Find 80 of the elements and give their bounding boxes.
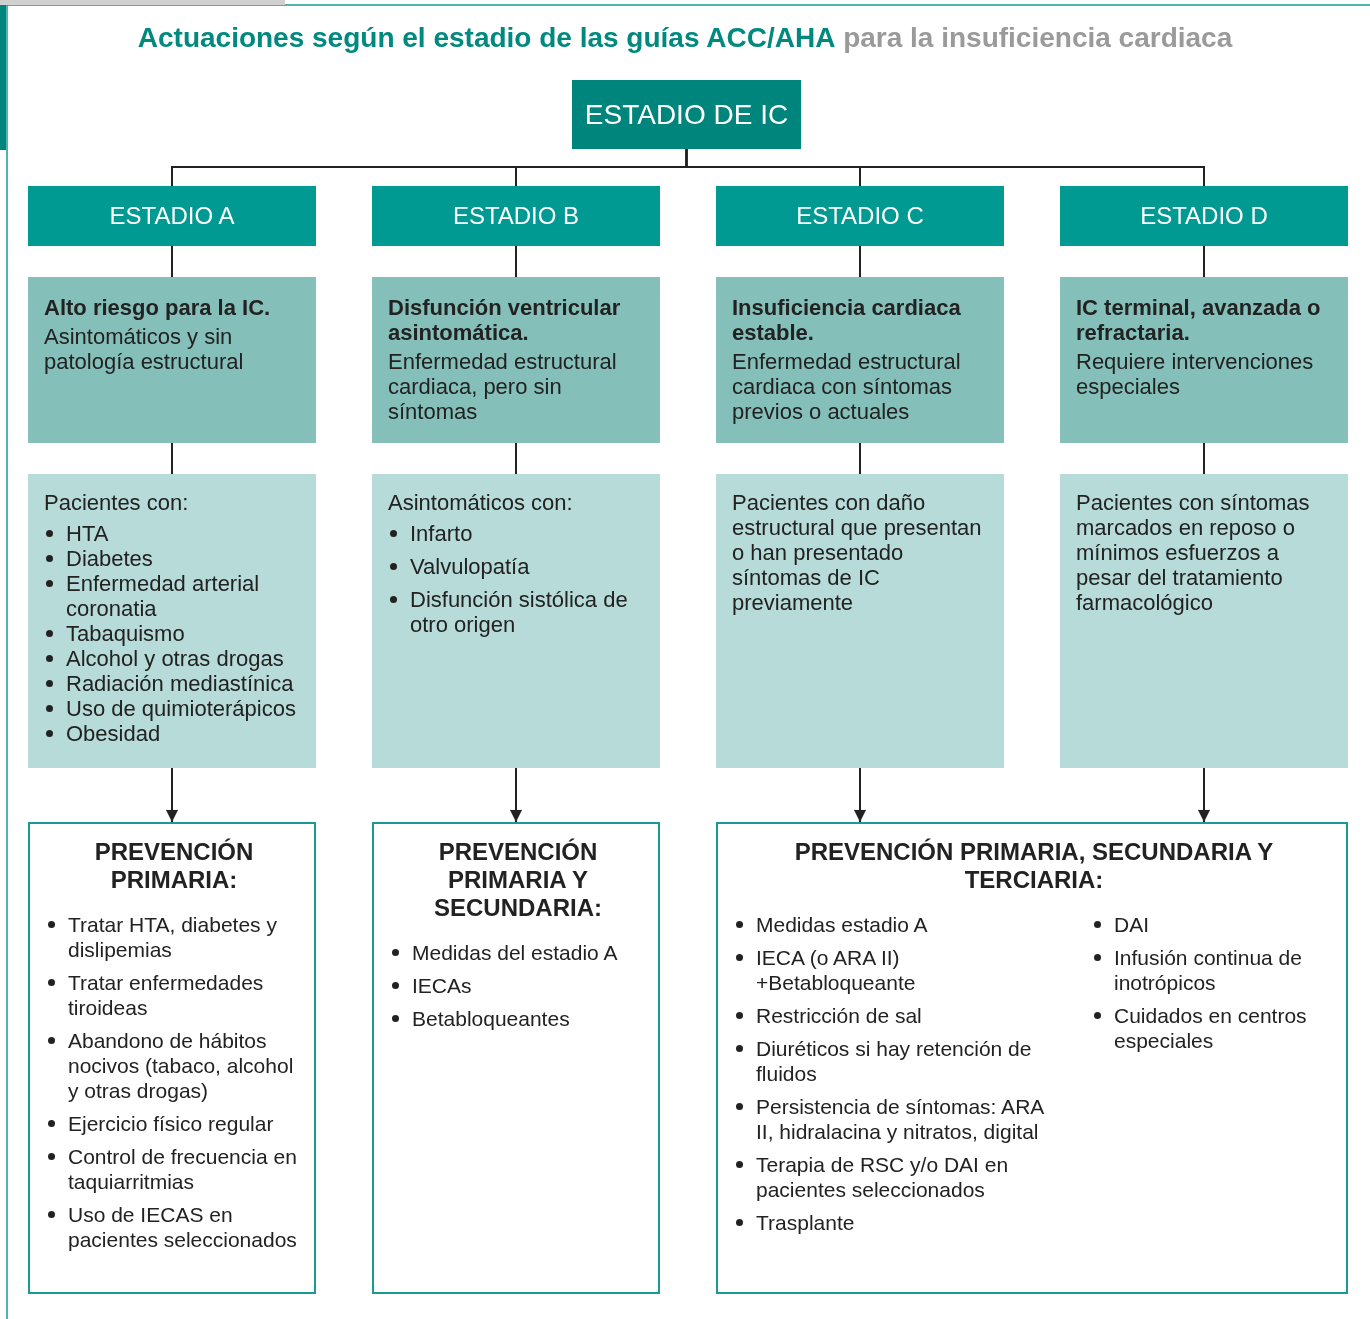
description-heading: Alto riesgo para la IC. [44, 295, 272, 320]
prevention-box [716, 822, 1348, 1294]
connector-line [515, 442, 517, 475]
list-item: Control de frecuencia en taquiarritmias [68, 1145, 297, 1193]
prevention-heading: PREVENCIÓN PRIMARIA, SECUNDARIA Y TERCIARIA: [793, 838, 1275, 894]
stage-label: ESTADIO B [452, 202, 580, 230]
description-box [372, 277, 660, 443]
description-box [716, 277, 1004, 443]
patient-box [28, 474, 316, 768]
list-item: Tratar enfermedades tiroideas [68, 971, 264, 1019]
prevention-box [28, 822, 316, 1294]
description-box [28, 277, 316, 443]
prevention-heading: PREVENCIÓN PRIMARIA Y SECUNDARIA: [433, 838, 603, 922]
stage-label: ESTADIO D [1140, 202, 1268, 230]
list-item: Infarto [410, 521, 473, 546]
description-text: Requiere intervenciones especiales [1076, 349, 1315, 399]
list-item: Uso de IECAS en pacientes seleccionados [68, 1203, 297, 1251]
description-text: Enfermedad estructural cardiaca, pero sin síntomas [388, 349, 618, 424]
list-item: Medidas estadio A [756, 913, 928, 936]
list-item: Tratar HTA, diabetes y dislipemias [68, 913, 277, 961]
stage-header-box [572, 80, 801, 149]
list-item: HTA [66, 521, 109, 546]
list-intro: Pacientes con: [44, 490, 190, 515]
connector-line [859, 245, 861, 278]
arrow [510, 767, 522, 823]
list-item: Infusión continua de inotrópicos [1114, 946, 1302, 994]
description-text: Enfermedad estructural cardiaca con síntomas previos o actuales [732, 349, 962, 424]
arrow [854, 767, 866, 823]
connector-line [1203, 245, 1205, 278]
stage-header-box [28, 186, 316, 246]
patient-box [1060, 474, 1348, 768]
list-item: Disfunción sistólica de otro origen [410, 587, 628, 637]
prevention-box [372, 822, 660, 1294]
list-item: Medidas del estadio A [412, 941, 618, 964]
stage-label: ESTADIO C [796, 202, 924, 230]
list-item: Cuidados en centros especiales [1114, 1004, 1307, 1052]
stage-header-box [716, 186, 1004, 246]
list-item: Abandono de hábitos nocivos (tabaco, alcohol y otras drogas) [68, 1029, 294, 1102]
stage-label: ESTADIO A [109, 202, 235, 230]
description-text: Asintomáticos y sin patología estructural [44, 324, 245, 374]
description-box [1060, 277, 1348, 443]
patient-box [716, 474, 1004, 768]
stage-label: ESTADIO DE IC [584, 98, 789, 131]
title: Actuaciones según el estadio de las guías ACC/AHA para la insuficiencia cardiaca [136, 22, 1234, 54]
stage-header-box [1060, 186, 1348, 246]
list-item: Betabloqueantes [412, 1007, 570, 1030]
list-item: Restricción de sal [756, 1004, 922, 1027]
arrow [1198, 767, 1210, 823]
list-item: Radiación mediastínica [66, 671, 294, 696]
list-item: Ejercicio físico regular [68, 1112, 274, 1135]
list-item: Tabaquismo [66, 621, 185, 646]
description-heading: IC terminal, avanzada o refractaria. [1076, 295, 1322, 345]
list-item: Trasplante [756, 1211, 855, 1234]
description-text: Pacientes con síntomas marcados en reposo o mínimos esfuerzos a pesar del tratamiento farmacológico [1076, 490, 1311, 615]
list-item: Uso de quimioterápicos [66, 696, 296, 721]
connector-line [859, 442, 861, 475]
description-heading: Disfunción ventricular asintomática. [388, 295, 622, 345]
connector-line [171, 245, 173, 278]
connector-line [515, 245, 517, 278]
list-intro: Asintomáticos con: [388, 490, 574, 515]
list-item: Persistencia de síntomas: ARA II, hidralacina y nitratos, digital [756, 1095, 1044, 1143]
list-item: Diuréticos si hay retención de fluidos [756, 1037, 1032, 1085]
patient-box [372, 474, 660, 768]
arrow [166, 767, 178, 823]
stage-header-box [372, 186, 660, 246]
connector-line [685, 148, 1205, 187]
list-item: IECAs [412, 974, 472, 997]
list-item: Terapia de RSC y/o DAI en pacientes seleccionados [756, 1153, 1009, 1201]
list-item: Diabetes [66, 546, 153, 571]
list-item: IECA (o ARA II) +Betabloqueante [756, 946, 916, 994]
list-item: Valvulopatía [410, 554, 530, 579]
description-heading: Insuficiencia cardiaca estable. [732, 295, 962, 345]
list-item: Enfermedad arterial coronatia [66, 571, 260, 621]
prevention-heading: PREVENCIÓN PRIMARIA: [93, 838, 255, 894]
connector-line [171, 442, 173, 475]
list-item: Obesidad [66, 721, 161, 746]
connector-line [1203, 442, 1205, 475]
list-item: DAI [1114, 913, 1149, 936]
description-text: Pacientes con daño estructural que presentan o han presentado síntomas de IC previamente [732, 490, 983, 615]
list-item: Alcohol y otras drogas [66, 646, 284, 671]
